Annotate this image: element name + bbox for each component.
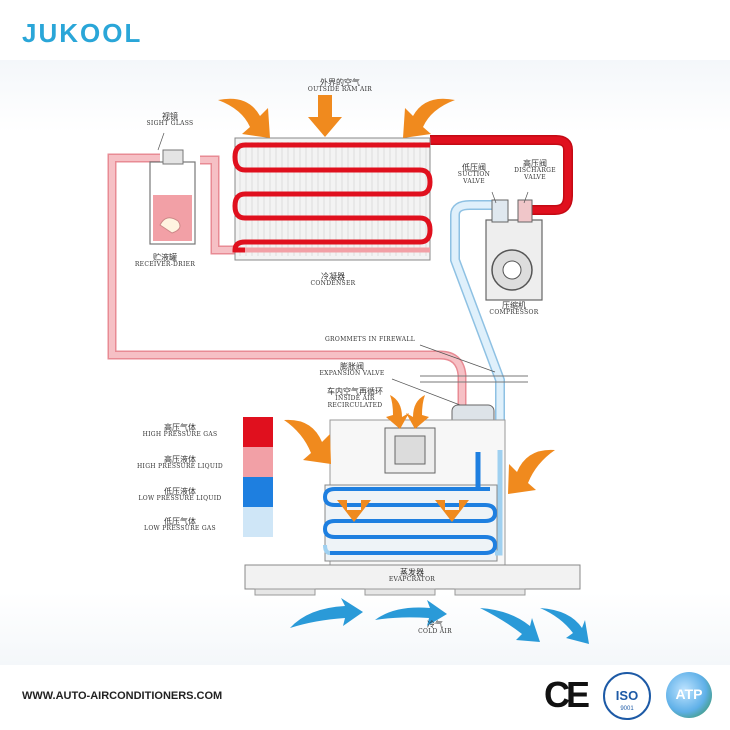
label-suction-valve: 低压阀 SUCTION VALVE [457, 163, 491, 186]
blower-fan [384, 427, 436, 474]
iso-number-text: 9001 [620, 706, 634, 712]
atp-certification-icon: ATP [666, 672, 712, 718]
iso-mark-text: ISO [615, 688, 639, 703]
brand-logo: JUKOOL [22, 18, 143, 48]
receiver-drier [149, 149, 196, 245]
legend-swatch-low-gas [243, 507, 273, 537]
ce-mark-icon: CE [544, 674, 590, 715]
legend-swatch-high-liquid [243, 447, 273, 477]
leader-lines [157, 132, 529, 406]
website-link[interactable]: WWW.AUTO-AIRCONDITIONERS.COM [22, 690, 223, 702]
legend-label-high-gas: 高压气体 HIGH PRESSURE GAS [142, 423, 218, 439]
label-grommets: GROMMETS IN FIREWALL [324, 336, 416, 343]
label-inside-air: 车内空气再循环 INSIDE AIR RECIRCULATED [327, 387, 383, 410]
legend-label-high-liquid: 高压液体 HIGH PRESSURE LIQUID [137, 455, 223, 471]
legend-swatch-low-liquid [243, 477, 273, 507]
inside-air-arrows [284, 395, 555, 522]
label-expansion-valve: 膨胀阀 EXPANSION VALVE [319, 362, 385, 378]
label-receiver-drier: 贮液罐 RECEIVER-DRIER [134, 253, 196, 269]
legend-label-low-liquid: 低压液体 LOW PRESSURE LIQUID [138, 487, 222, 503]
legend-label-low-gas: 低压气体 LOW PRESSURE GAS [144, 517, 216, 533]
legend-swatches [243, 417, 273, 537]
label-condenser: 冷凝器 CONDENSER [310, 272, 356, 288]
label-compressor: 压缩机 COMPRESSOR [489, 301, 539, 317]
label-evaporator: 蒸发器 EVAPCRATOR [388, 568, 436, 584]
legend-swatch-high-gas [243, 417, 273, 447]
label-cold-air: 冷气 COLD AIR [418, 620, 452, 636]
evaporator-coil [322, 450, 503, 562]
compressor [485, 199, 543, 301]
label-outside-air: 外界的空气 OUTSIDE RAM AIR [307, 78, 373, 94]
atp-mark-text: ATP [675, 686, 703, 702]
cold-air-arrows [290, 598, 589, 644]
outside-air-arrows [218, 95, 455, 138]
iso-certification-icon: ISO 9001 [603, 672, 651, 720]
label-sight-glass: 视镜 SIGHT GLASS [146, 112, 194, 128]
label-discharge-valve: 高压阀 DISCHARGE VALVE [514, 159, 556, 182]
condenser-coil [232, 137, 433, 261]
